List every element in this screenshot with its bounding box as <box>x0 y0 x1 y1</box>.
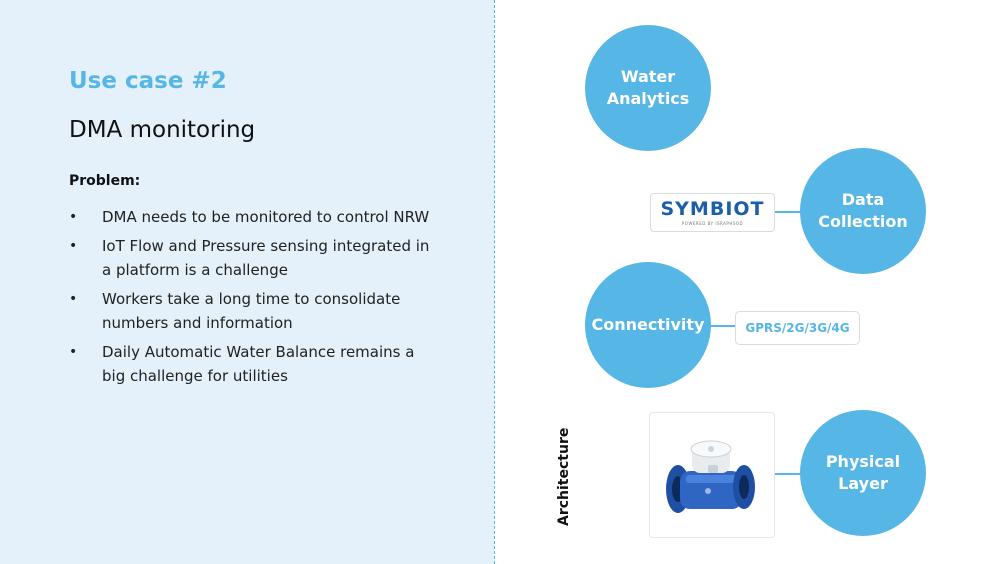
bullet-text: DMA needs to be monitored to control NRW <box>102 208 430 226</box>
water-meter-icon <box>666 440 755 513</box>
bullet-text: IoT Flow and Pressure sensing integrated… <box>102 237 430 279</box>
data-collection-layer: Data Collection <box>800 148 926 274</box>
slide-title: DMA monitoring <box>69 117 256 143</box>
problem-label: Problem: <box>69 173 141 189</box>
bullet-icon: • <box>69 238 78 254</box>
connector-line <box>710 325 736 327</box>
water-meter-card <box>649 412 775 538</box>
bullet-icon: • <box>69 209 78 225</box>
symbiot-logo: SYMBIOT POWERED BY ISRAPHSOD <box>650 193 775 232</box>
architecture-label: Architecture <box>556 427 572 526</box>
connector-line <box>773 211 801 213</box>
connectivity-tag: GPRS/2G/3G/4G <box>735 311 860 345</box>
logo-tagline: POWERED BY ISRAPHSOD <box>681 221 744 226</box>
connector-line <box>773 473 801 475</box>
list-item: • DMA needs to be monitored to control NR… <box>69 205 439 229</box>
bullet-text: Workers take a long time to consolidate … <box>102 290 401 332</box>
logo-wordmark: SYMBIOT <box>660 198 765 220</box>
water-analytics-layer: Water Analytics <box>585 25 711 151</box>
divider <box>494 0 495 564</box>
left-panel <box>0 0 494 564</box>
bullet-icon: • <box>69 344 78 360</box>
list-item: • Workers take a long time to consolidate… <box>69 287 439 335</box>
bullet-text: Daily Automatic Water Balance remains a … <box>102 343 415 385</box>
physical-layer: Physical Layer <box>800 410 926 536</box>
problem-list: • DMA needs to be monitored to control NR… <box>69 205 439 393</box>
use-case-label: Use case #2 <box>69 68 227 94</box>
list-item: • Daily Automatic Water Balance remains a… <box>69 340 439 388</box>
list-item: • IoT Flow and Pressure sensing integrate… <box>69 234 439 282</box>
bullet-icon: • <box>69 291 78 307</box>
connectivity-layer: Connectivity <box>585 262 711 388</box>
